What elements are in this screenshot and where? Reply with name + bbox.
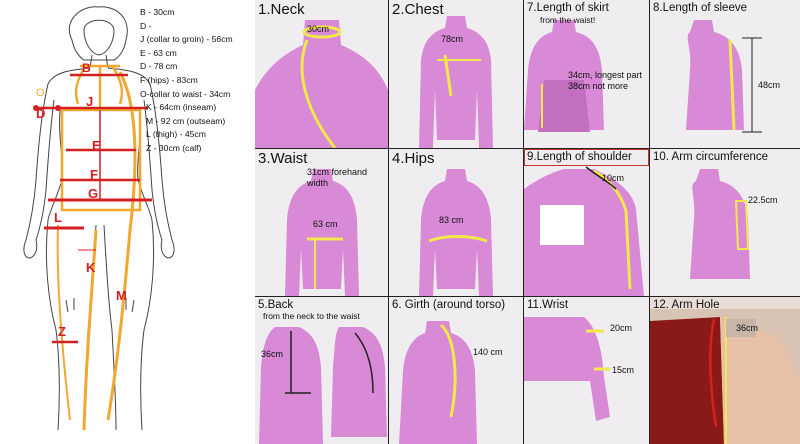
measurement-label: 83 cm — [439, 215, 464, 225]
tile-back: 5.Back from the neck to the waist 36cm — [255, 297, 388, 444]
legend-item: O-collar to waist - 34cm — [140, 88, 231, 99]
neck-illustration — [255, 20, 388, 148]
letter-m: M — [116, 288, 127, 303]
letter-z: Z — [58, 324, 66, 339]
waist-illustration — [285, 169, 359, 296]
measurement-label: 10cm — [602, 173, 625, 183]
tile-title: 12. Arm Hole — [653, 299, 720, 311]
grid-divider — [523, 0, 524, 444]
tile-subtitle: from the waist! — [540, 15, 596, 25]
wrist-illustration — [524, 317, 610, 421]
body-outline-drawing: B O J D E F G L K M Z — [23, 6, 175, 431]
sleeve-illustration — [686, 20, 762, 133]
tile-arm-hole: 12. Arm Hole 36cm — [650, 297, 800, 444]
measurement-label: 48cm — [758, 80, 781, 90]
grid-divider — [649, 0, 650, 444]
tile-title: 2.Chest — [392, 1, 444, 18]
hips-illustration — [419, 169, 493, 296]
legend-item: F (hips) - 83cm — [140, 74, 198, 85]
measurement-label: 36cm — [261, 349, 284, 359]
letter-d: D — [36, 106, 45, 121]
shoulder-illustration — [524, 166, 644, 296]
letter-j: J — [86, 94, 93, 109]
tile-title: 9.Length of shoulder — [527, 151, 632, 163]
tile-title: 4.Hips — [392, 150, 435, 167]
measurement-label-top: 20cm — [610, 323, 633, 333]
measurement-label: 22.5cm — [748, 195, 778, 205]
legend-item: L (thigh) - 45cm — [146, 129, 206, 140]
measurement-label: 34cm, longest part 38cm not more — [568, 70, 643, 91]
back-illustration — [259, 327, 387, 444]
tile-chest: 2.Chest 78cm — [389, 0, 523, 148]
measurement-label: 30cm — [307, 24, 330, 34]
measurement-label-bottom: 15cm — [612, 365, 635, 375]
tile-title: 1.Neck — [258, 1, 305, 18]
letter-f: F — [90, 167, 98, 182]
redacted-patch — [540, 205, 584, 245]
tile-arm-circumference: 10. Arm circumference 22.5cm — [650, 149, 800, 296]
skirt-illustration — [524, 20, 604, 132]
armhole-illustration — [650, 309, 800, 444]
tile-title: 10. Arm circumference — [653, 151, 769, 163]
tile-title: 7.Length of skirt — [527, 2, 609, 14]
legend-item: B - 30cm — [140, 7, 175, 17]
tile-neck: 1.Neck 30cm — [255, 0, 388, 148]
chest-illustration — [419, 16, 493, 148]
letter-l: L — [54, 210, 62, 225]
tile-girth: 6. Girth (around torso) 140 cm — [389, 297, 523, 444]
tile-title: 8.Length of sleeve — [653, 2, 747, 14]
legend-item: D - — [140, 20, 152, 31]
grid-divider — [388, 0, 389, 444]
letter-b: B — [82, 61, 91, 75]
girth-illustration — [399, 321, 477, 444]
tile-skirt: 7.Length of skirt from the waist! 34cm, … — [524, 0, 649, 148]
tile-subtitle: from the neck to the waist — [263, 311, 360, 321]
body-figure-panel: B O J D E F G L K M Z B - 30cm D - J (co… — [0, 0, 255, 444]
legend-item: K - 64cm (inseam) — [146, 102, 217, 113]
tile-waist: 3.Waist 31cm forehand width 63 cm — [255, 149, 388, 296]
tile-title: 3.Waist — [258, 150, 308, 167]
forehand-note: 31cm forehand width — [307, 167, 368, 188]
legend-item: E - 63 cm — [140, 47, 177, 58]
grid-divider — [255, 296, 800, 297]
tile-title: 5.Back — [258, 299, 294, 311]
letter-k: K — [86, 260, 96, 275]
tile-hips: 4.Hips 83 cm — [389, 149, 523, 296]
legend-item: J (collar to groin) - 56cm — [140, 34, 233, 45]
tile-shoulder: 9.Length of shoulder 10cm — [524, 149, 649, 296]
letter-o: O — [36, 87, 45, 99]
legend-item: M - 92 cm (outseam) — [146, 115, 226, 126]
measurement-legend: B - 30cm D - J (collar to groin) - 56cm … — [140, 6, 255, 156]
legend-item: Z - 30cm (calf) — [146, 142, 202, 153]
measurement-label: 36cm — [736, 323, 759, 333]
letter-e: E — [92, 138, 101, 153]
arm-illustration — [690, 169, 750, 279]
tile-title: 11.Wrist — [527, 299, 569, 311]
measurement-label: 63 cm — [313, 219, 338, 229]
grid-divider — [255, 148, 800, 149]
measurement-label: 78cm — [441, 34, 464, 44]
legend-item: D - 78 cm — [140, 61, 178, 72]
letter-g: G — [88, 186, 98, 201]
tile-sleeve: 8.Length of sleeve 48cm — [650, 0, 800, 148]
tile-wrist: 11.Wrist 20cm 15cm — [524, 297, 649, 444]
tile-title: 6. Girth (around torso) — [392, 299, 506, 311]
title-highlight-box — [524, 149, 649, 166]
measurement-label: 140 cm — [473, 347, 503, 357]
